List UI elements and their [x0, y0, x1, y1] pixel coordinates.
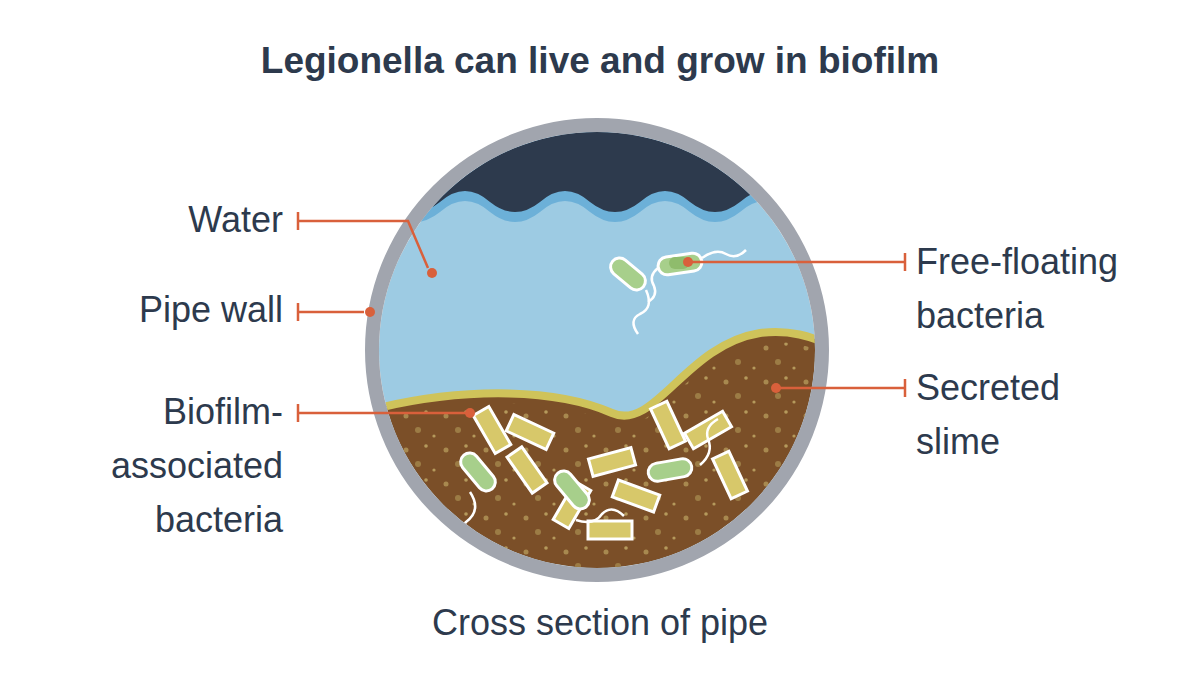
- part-label: Free-floating bacteria: [916, 235, 1186, 343]
- part-label: Biofilm- associated bacteria: [53, 385, 283, 547]
- part-label: Water: [53, 193, 283, 247]
- leader-lines: [298, 212, 905, 422]
- part-label: Pipe wall: [53, 283, 283, 337]
- diagram-caption: Cross section of pipe: [0, 596, 1200, 650]
- diagram-title: Legionella can live and grow in biofilm: [0, 34, 1200, 88]
- part-label: Secreted slime: [916, 361, 1106, 469]
